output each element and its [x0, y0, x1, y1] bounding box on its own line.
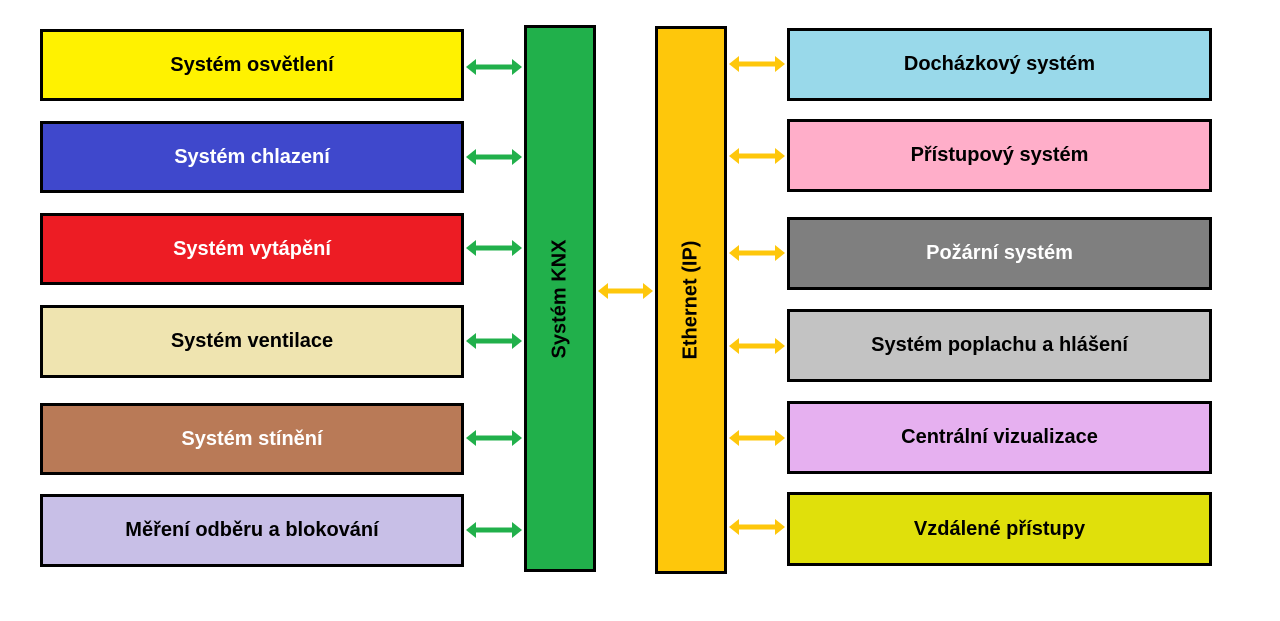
right-system-label: Systém poplachu a hlášení: [871, 334, 1128, 356]
ethernet-bus: Ethernet (IP): [655, 26, 727, 574]
left-system-label: Systém ventilace: [170, 330, 334, 352]
left-system-label: Systém vytápění: [173, 237, 331, 260]
left-system-label: Měření odběru a blokování: [125, 519, 379, 541]
green-arrow-5: [466, 522, 522, 538]
green-arrow-group: [466, 59, 522, 538]
right-system-label: Přístupový systém: [910, 144, 1089, 166]
left-system-label: Systém osvětlení: [170, 53, 334, 76]
left-system-box-1: Systém chlazení: [40, 121, 464, 193]
right-system-box-5: Vzdálené přístupy: [787, 492, 1212, 566]
right-system-box-4: Centrální vizualizace: [787, 401, 1212, 474]
bus-link-arrow: [598, 283, 653, 299]
right-system-label: Požární systém: [926, 242, 1073, 264]
right-system-box-2: Požární systém: [787, 217, 1212, 290]
green-arrow-3: [466, 333, 522, 349]
green-arrow-0: [466, 59, 522, 75]
yellow-arrow-0: [729, 56, 785, 72]
knx-bus: Systém KNX: [524, 25, 596, 572]
left-system-label: Systém chlazení: [174, 145, 330, 168]
left-system-box-4: Systém stínění: [40, 403, 464, 475]
yellow-arrow-1: [729, 148, 785, 164]
left-system-box-0: Systém osvětlení: [40, 29, 464, 101]
left-system-box-3: Systém ventilace: [40, 305, 464, 378]
right-system-label: Vzdálené přístupy: [913, 517, 1086, 540]
right-system-label: Centrální vizualizace: [901, 426, 1098, 448]
yellow-arrow-3: [729, 338, 785, 354]
right-system-label: Docházkový systém: [903, 53, 1096, 75]
right-system-box-3: Systém poplachu a hlášení: [787, 309, 1212, 382]
left-system-box-5: Měření odběru a blokování: [40, 494, 464, 567]
yellow-arrow-5: [729, 519, 785, 535]
green-arrow-1: [466, 149, 522, 165]
yellow-arrow-2: [729, 245, 785, 261]
left-system-box-2: Systém vytápění: [40, 213, 464, 285]
green-arrow-4: [466, 430, 522, 446]
right-system-box-1: Přístupový systém: [787, 119, 1212, 192]
right-system-box-0: Docházkový systém: [787, 28, 1212, 101]
yellow-arrow-group: [598, 56, 785, 535]
green-arrow-2: [466, 240, 522, 256]
yellow-arrow-4: [729, 430, 785, 446]
left-system-label: Systém stínění: [181, 427, 323, 450]
